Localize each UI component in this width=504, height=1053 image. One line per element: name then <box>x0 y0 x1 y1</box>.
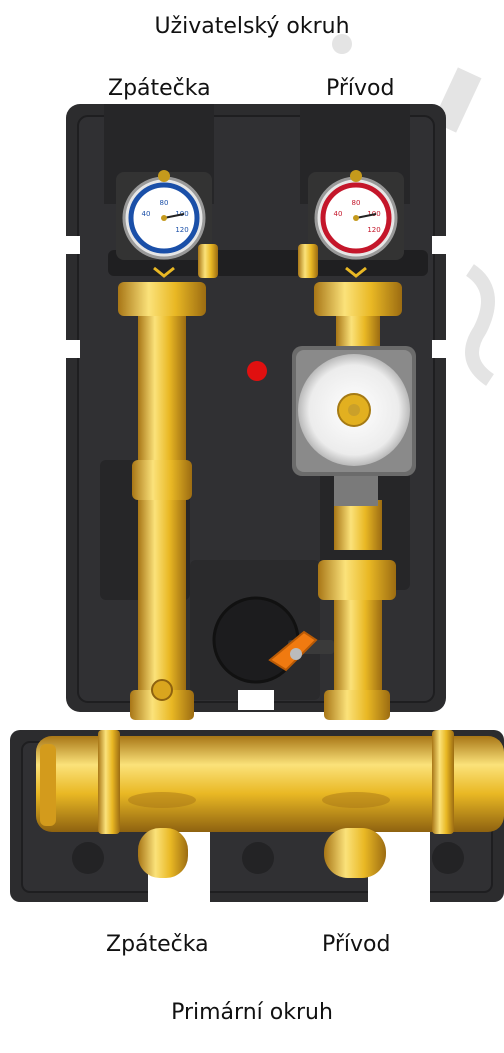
right-gauge-needle <box>355 213 377 219</box>
left-gauge-tick-label: 40 <box>142 210 151 218</box>
ball-valve-handle <box>268 630 334 672</box>
right-gauge-tick-label: 40 <box>334 210 343 218</box>
left-thermometer: 80 40 100 120 <box>116 170 212 278</box>
left-gauge-tick-label: 80 <box>160 199 169 207</box>
left-gauge-needle <box>163 213 185 219</box>
return-top-label: Zpátečka <box>108 76 211 101</box>
right-thermometer: 80 40 100 120 <box>308 170 404 278</box>
return-pipe <box>118 282 206 720</box>
left-gauge-tick-label: 120 <box>175 226 188 234</box>
circulation-pump <box>292 346 416 506</box>
bottom-circuit-title: Primární okruh <box>171 1000 333 1025</box>
supply-top-label: Přívod <box>326 76 395 101</box>
manifold <box>36 730 504 878</box>
right-gauge-tick-label: 80 <box>352 199 361 207</box>
right-gauge-tick-label: 120 <box>367 226 380 234</box>
top-circuit-title: Uživatelský okruh <box>154 14 350 39</box>
supply-bottom-label: Přívod <box>322 932 391 957</box>
return-bottom-label: Zpátečka <box>106 932 209 957</box>
red-indicator-dot <box>247 361 267 381</box>
